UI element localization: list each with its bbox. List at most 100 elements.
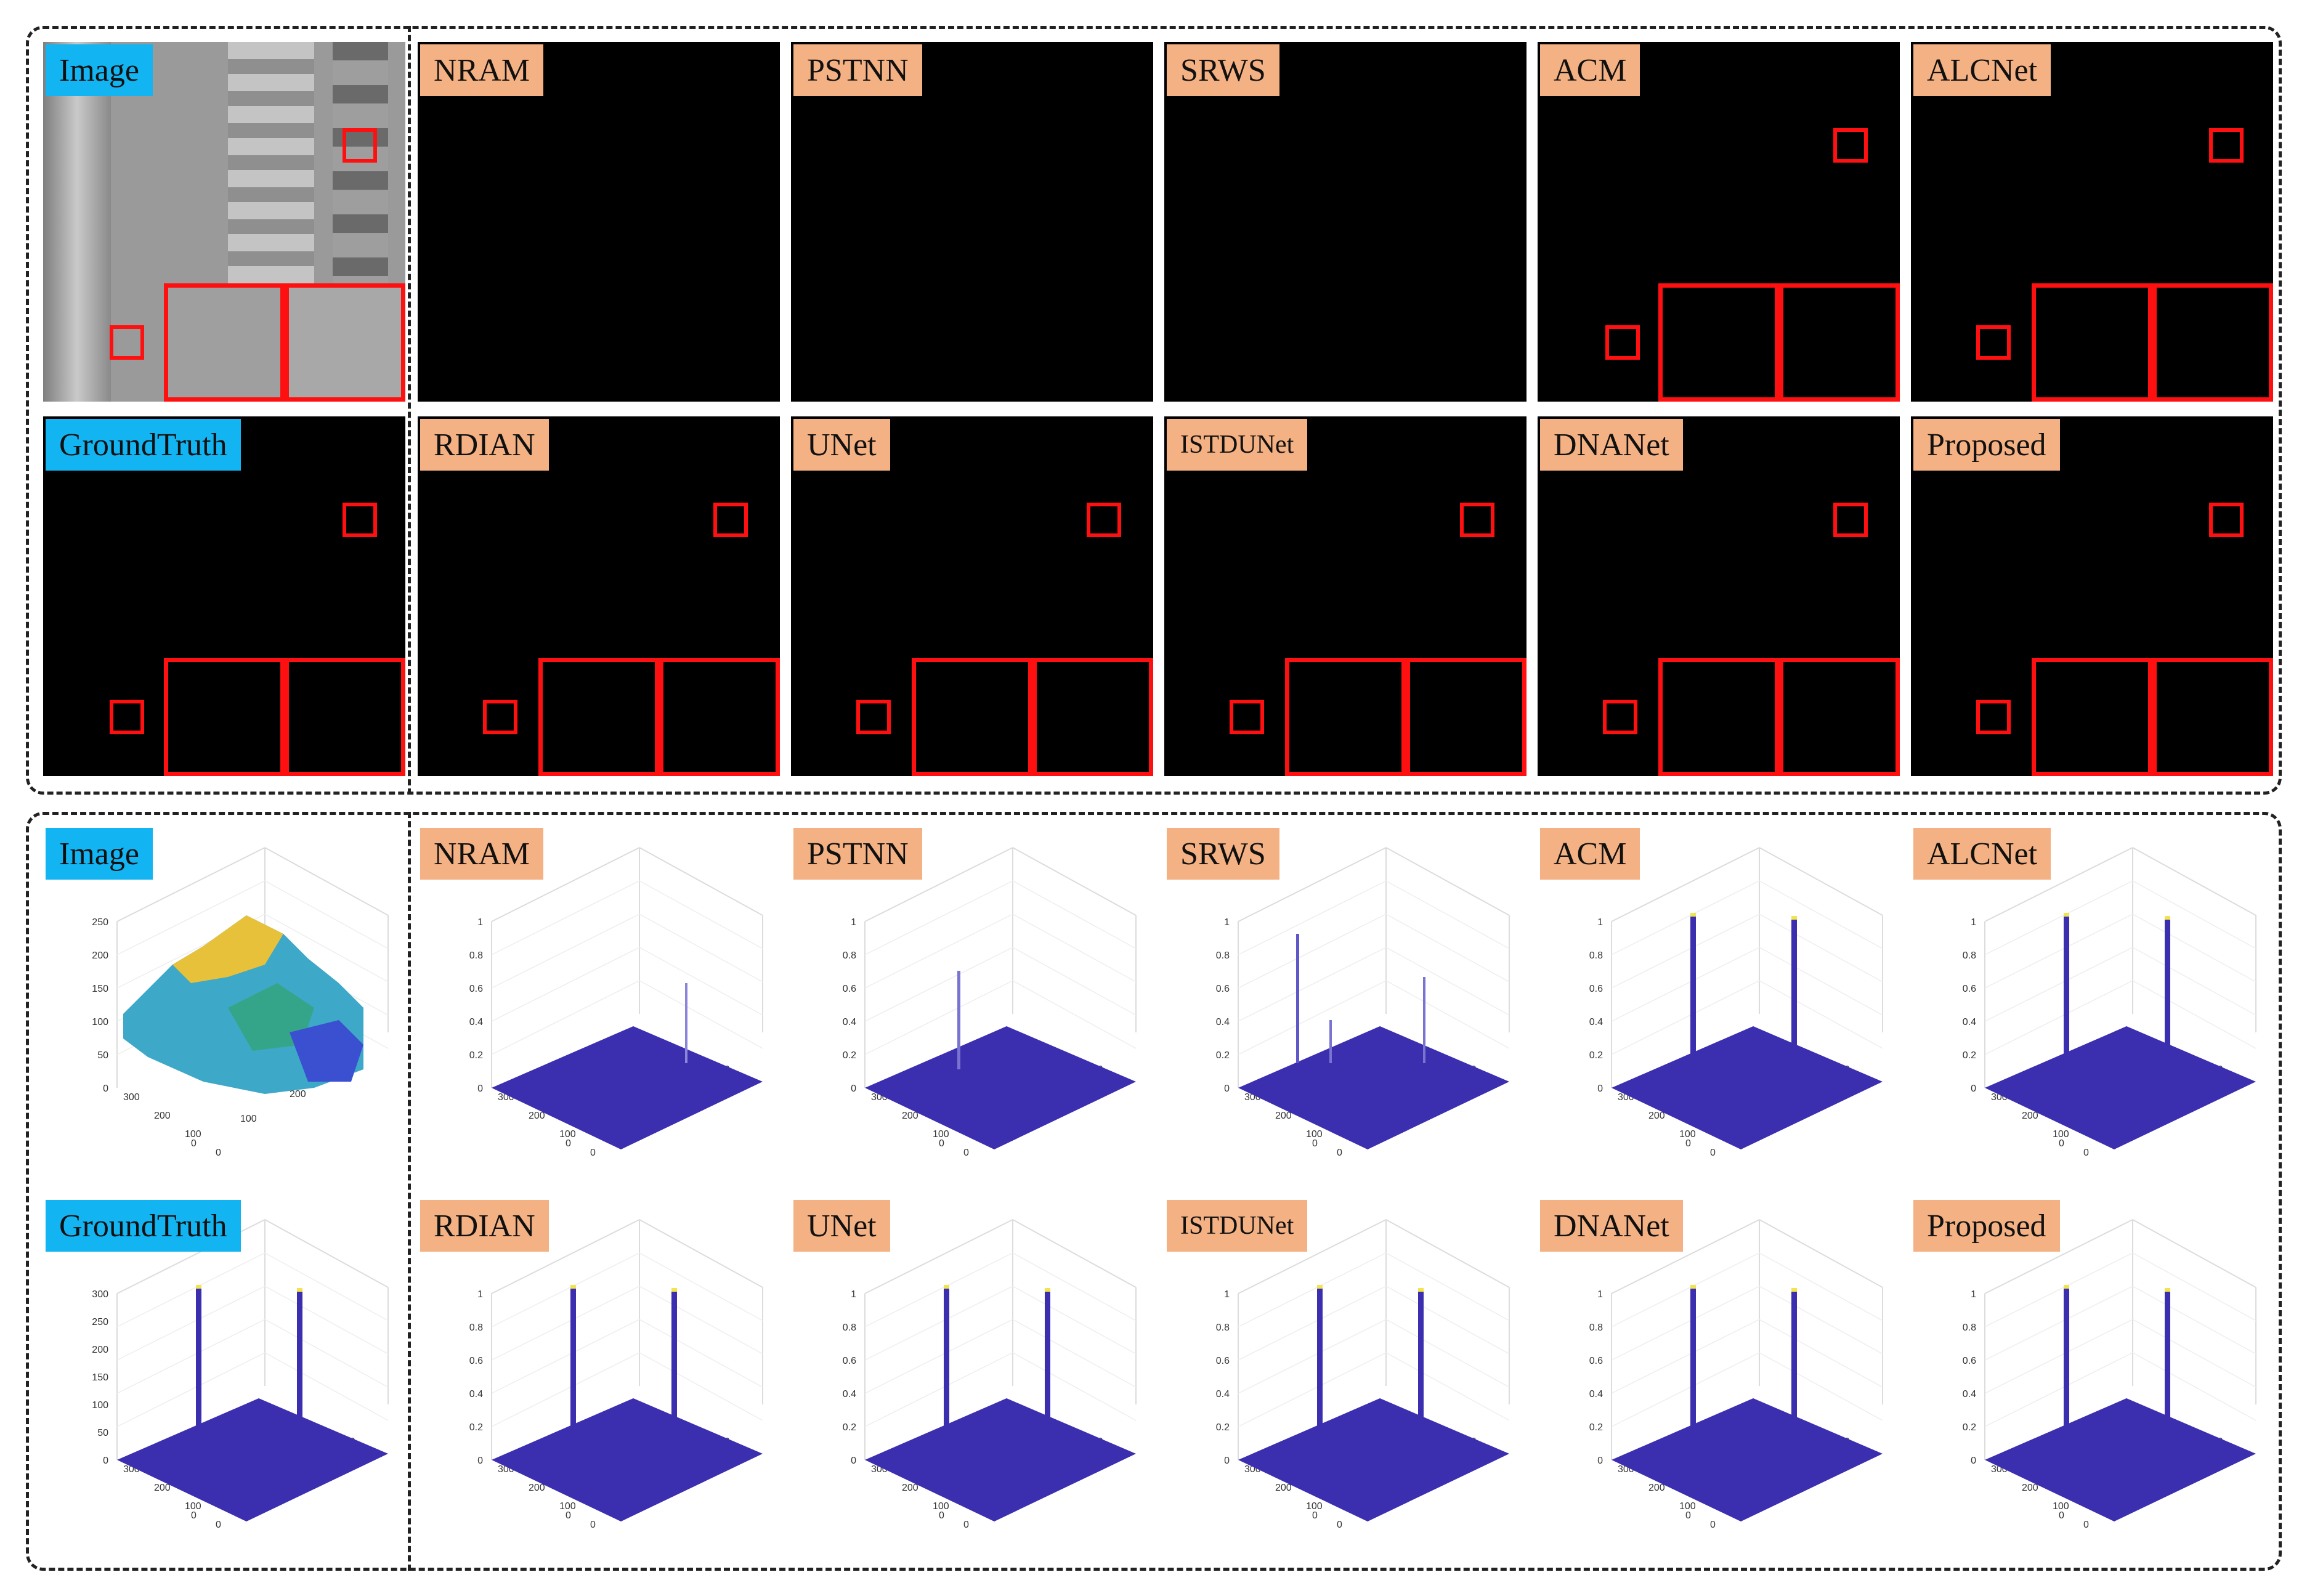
grid-line bbox=[1238, 1286, 1387, 1361]
grid-line bbox=[116, 1252, 266, 1327]
grid-line bbox=[2132, 947, 2256, 1016]
grid-line bbox=[1012, 980, 1137, 1049]
axis-line bbox=[1759, 847, 1883, 916]
surface-plot-rdian: 10.80.60.40.2001002003003002001000RDIAN bbox=[418, 1195, 780, 1555]
y-tick-label: 200 bbox=[1275, 1483, 1292, 1493]
grid-line bbox=[864, 1252, 1013, 1327]
z-tick-label: 0 bbox=[477, 1456, 483, 1466]
zoom-inset-2 bbox=[2152, 658, 2273, 776]
grid-line bbox=[1611, 980, 1760, 1055]
z-tick-label: 0.2 bbox=[843, 1422, 856, 1433]
grid-line bbox=[491, 1319, 640, 1394]
y-tick-label: 300 bbox=[123, 1092, 140, 1103]
z-tick-label: 0.4 bbox=[1589, 1017, 1603, 1027]
grid-line bbox=[491, 880, 640, 955]
z-tick-label: 0.4 bbox=[1216, 1017, 1230, 1027]
plot-label-alcnet: ALCNet bbox=[1913, 828, 2051, 880]
z-tick-label: 0.8 bbox=[1589, 950, 1603, 961]
y-tick-label: 200 bbox=[1648, 1111, 1665, 1121]
target-box-top bbox=[1460, 503, 1494, 537]
y-tick-label: 100 bbox=[2053, 1129, 2069, 1140]
y-tick-label: 200 bbox=[154, 1111, 171, 1121]
z-tick-label: 100 bbox=[92, 1017, 108, 1027]
y-tick-label: 100 bbox=[185, 1501, 201, 1512]
z-tick-label: 0.2 bbox=[1589, 1422, 1603, 1433]
target-box-bottom bbox=[483, 700, 517, 734]
y-tick-label: 0 bbox=[1337, 1520, 1342, 1530]
spike-cap-left bbox=[1690, 913, 1696, 917]
plot-svg: 10.80.60.40.2001002003003002001000 bbox=[1216, 1219, 1510, 1530]
flat-surface bbox=[1612, 1398, 1883, 1521]
z-tick-label: 0 bbox=[1597, 1456, 1603, 1466]
spike-cap-left bbox=[2064, 1285, 2069, 1289]
result-srws: SRWS bbox=[1164, 42, 1527, 402]
building-texture-mid bbox=[228, 42, 314, 301]
zoom-inset-2 bbox=[1779, 283, 1900, 402]
z-tick-label: 150 bbox=[92, 1372, 108, 1383]
grid-line bbox=[1012, 1352, 1137, 1421]
z-tick-label: 0.6 bbox=[1589, 984, 1603, 994]
spike-cap-left bbox=[944, 1285, 949, 1289]
axis-line bbox=[2132, 847, 2256, 916]
y-tick-label: 0 bbox=[590, 1148, 596, 1158]
y-tick-label: 100 bbox=[1306, 1129, 1323, 1140]
z-tick-label: 0.4 bbox=[469, 1017, 483, 1027]
grid-line bbox=[1984, 913, 2133, 989]
axis-line bbox=[264, 847, 389, 916]
grid-line bbox=[1385, 1252, 1510, 1321]
spike bbox=[1329, 1020, 1332, 1063]
spike-cap-right bbox=[671, 1288, 677, 1292]
grid-line bbox=[1012, 947, 1137, 1016]
z-tick-label: 0.2 bbox=[469, 1422, 483, 1433]
grid-line bbox=[864, 880, 1013, 955]
target-box-top bbox=[2209, 503, 2244, 537]
grid-line bbox=[1012, 880, 1137, 949]
grid-line bbox=[639, 880, 763, 949]
grid-line bbox=[864, 913, 1013, 989]
target-box-top bbox=[1087, 503, 1121, 537]
y-tick-label: 200 bbox=[902, 1483, 918, 1493]
flat-surface bbox=[865, 1398, 1136, 1521]
target-box-top bbox=[343, 503, 377, 537]
grid-line bbox=[1238, 913, 1387, 989]
axis-line bbox=[1385, 847, 1510, 916]
axis-line bbox=[1012, 1219, 1137, 1288]
z-tick-label: 0.8 bbox=[843, 1323, 856, 1333]
spike-cap-right bbox=[297, 1288, 302, 1292]
grid-line bbox=[1759, 1286, 1883, 1355]
z-tick-label: 1 bbox=[851, 917, 856, 928]
z-tick-label: 0.8 bbox=[1963, 1323, 1976, 1333]
plot-label-istdunet: ISTDUNet bbox=[1167, 1200, 1308, 1252]
zoom-inset-1 bbox=[538, 658, 659, 776]
bottom-panel-frame bbox=[26, 812, 2282, 1571]
surface-plot-nram: 10.80.60.40.2001002003003002001000NRAM bbox=[418, 823, 780, 1183]
y-tick-label: 200 bbox=[529, 1483, 545, 1493]
z-tick-label: 0.6 bbox=[1963, 984, 1976, 994]
target-box-bottom bbox=[1230, 700, 1264, 734]
grid-line bbox=[639, 947, 763, 1016]
grid-line bbox=[1238, 880, 1387, 955]
z-tick-label: 0 bbox=[103, 1456, 108, 1466]
spike-right bbox=[1045, 1290, 1050, 1429]
grid-line bbox=[864, 980, 1013, 1055]
z-tick-label: 250 bbox=[92, 1317, 108, 1327]
grid-line bbox=[1238, 947, 1387, 1022]
y-tick-label: 200 bbox=[2022, 1111, 2038, 1121]
terrain-low bbox=[290, 1020, 363, 1082]
label-unet: UNet bbox=[793, 419, 890, 471]
grid-line bbox=[491, 1286, 640, 1361]
z-tick-label: 1 bbox=[1971, 917, 1976, 928]
z-tick-label: 0 bbox=[1224, 1456, 1230, 1466]
x-tick-label: 0 bbox=[939, 1138, 944, 1149]
grid-line bbox=[2132, 880, 2256, 949]
spike-left bbox=[2064, 915, 2069, 1057]
z-tick-label: 0.2 bbox=[1963, 1050, 1976, 1061]
grid-line bbox=[2132, 1286, 2256, 1355]
z-tick-label: 0.6 bbox=[469, 984, 483, 994]
z-tick-label: 0.8 bbox=[843, 950, 856, 961]
y-tick-label: 0 bbox=[216, 1148, 221, 1158]
spike-left bbox=[1690, 1287, 1696, 1429]
x-tick-label: 0 bbox=[2059, 1138, 2064, 1149]
axis-line bbox=[1238, 1219, 1387, 1294]
z-tick-label: 250 bbox=[92, 917, 108, 928]
